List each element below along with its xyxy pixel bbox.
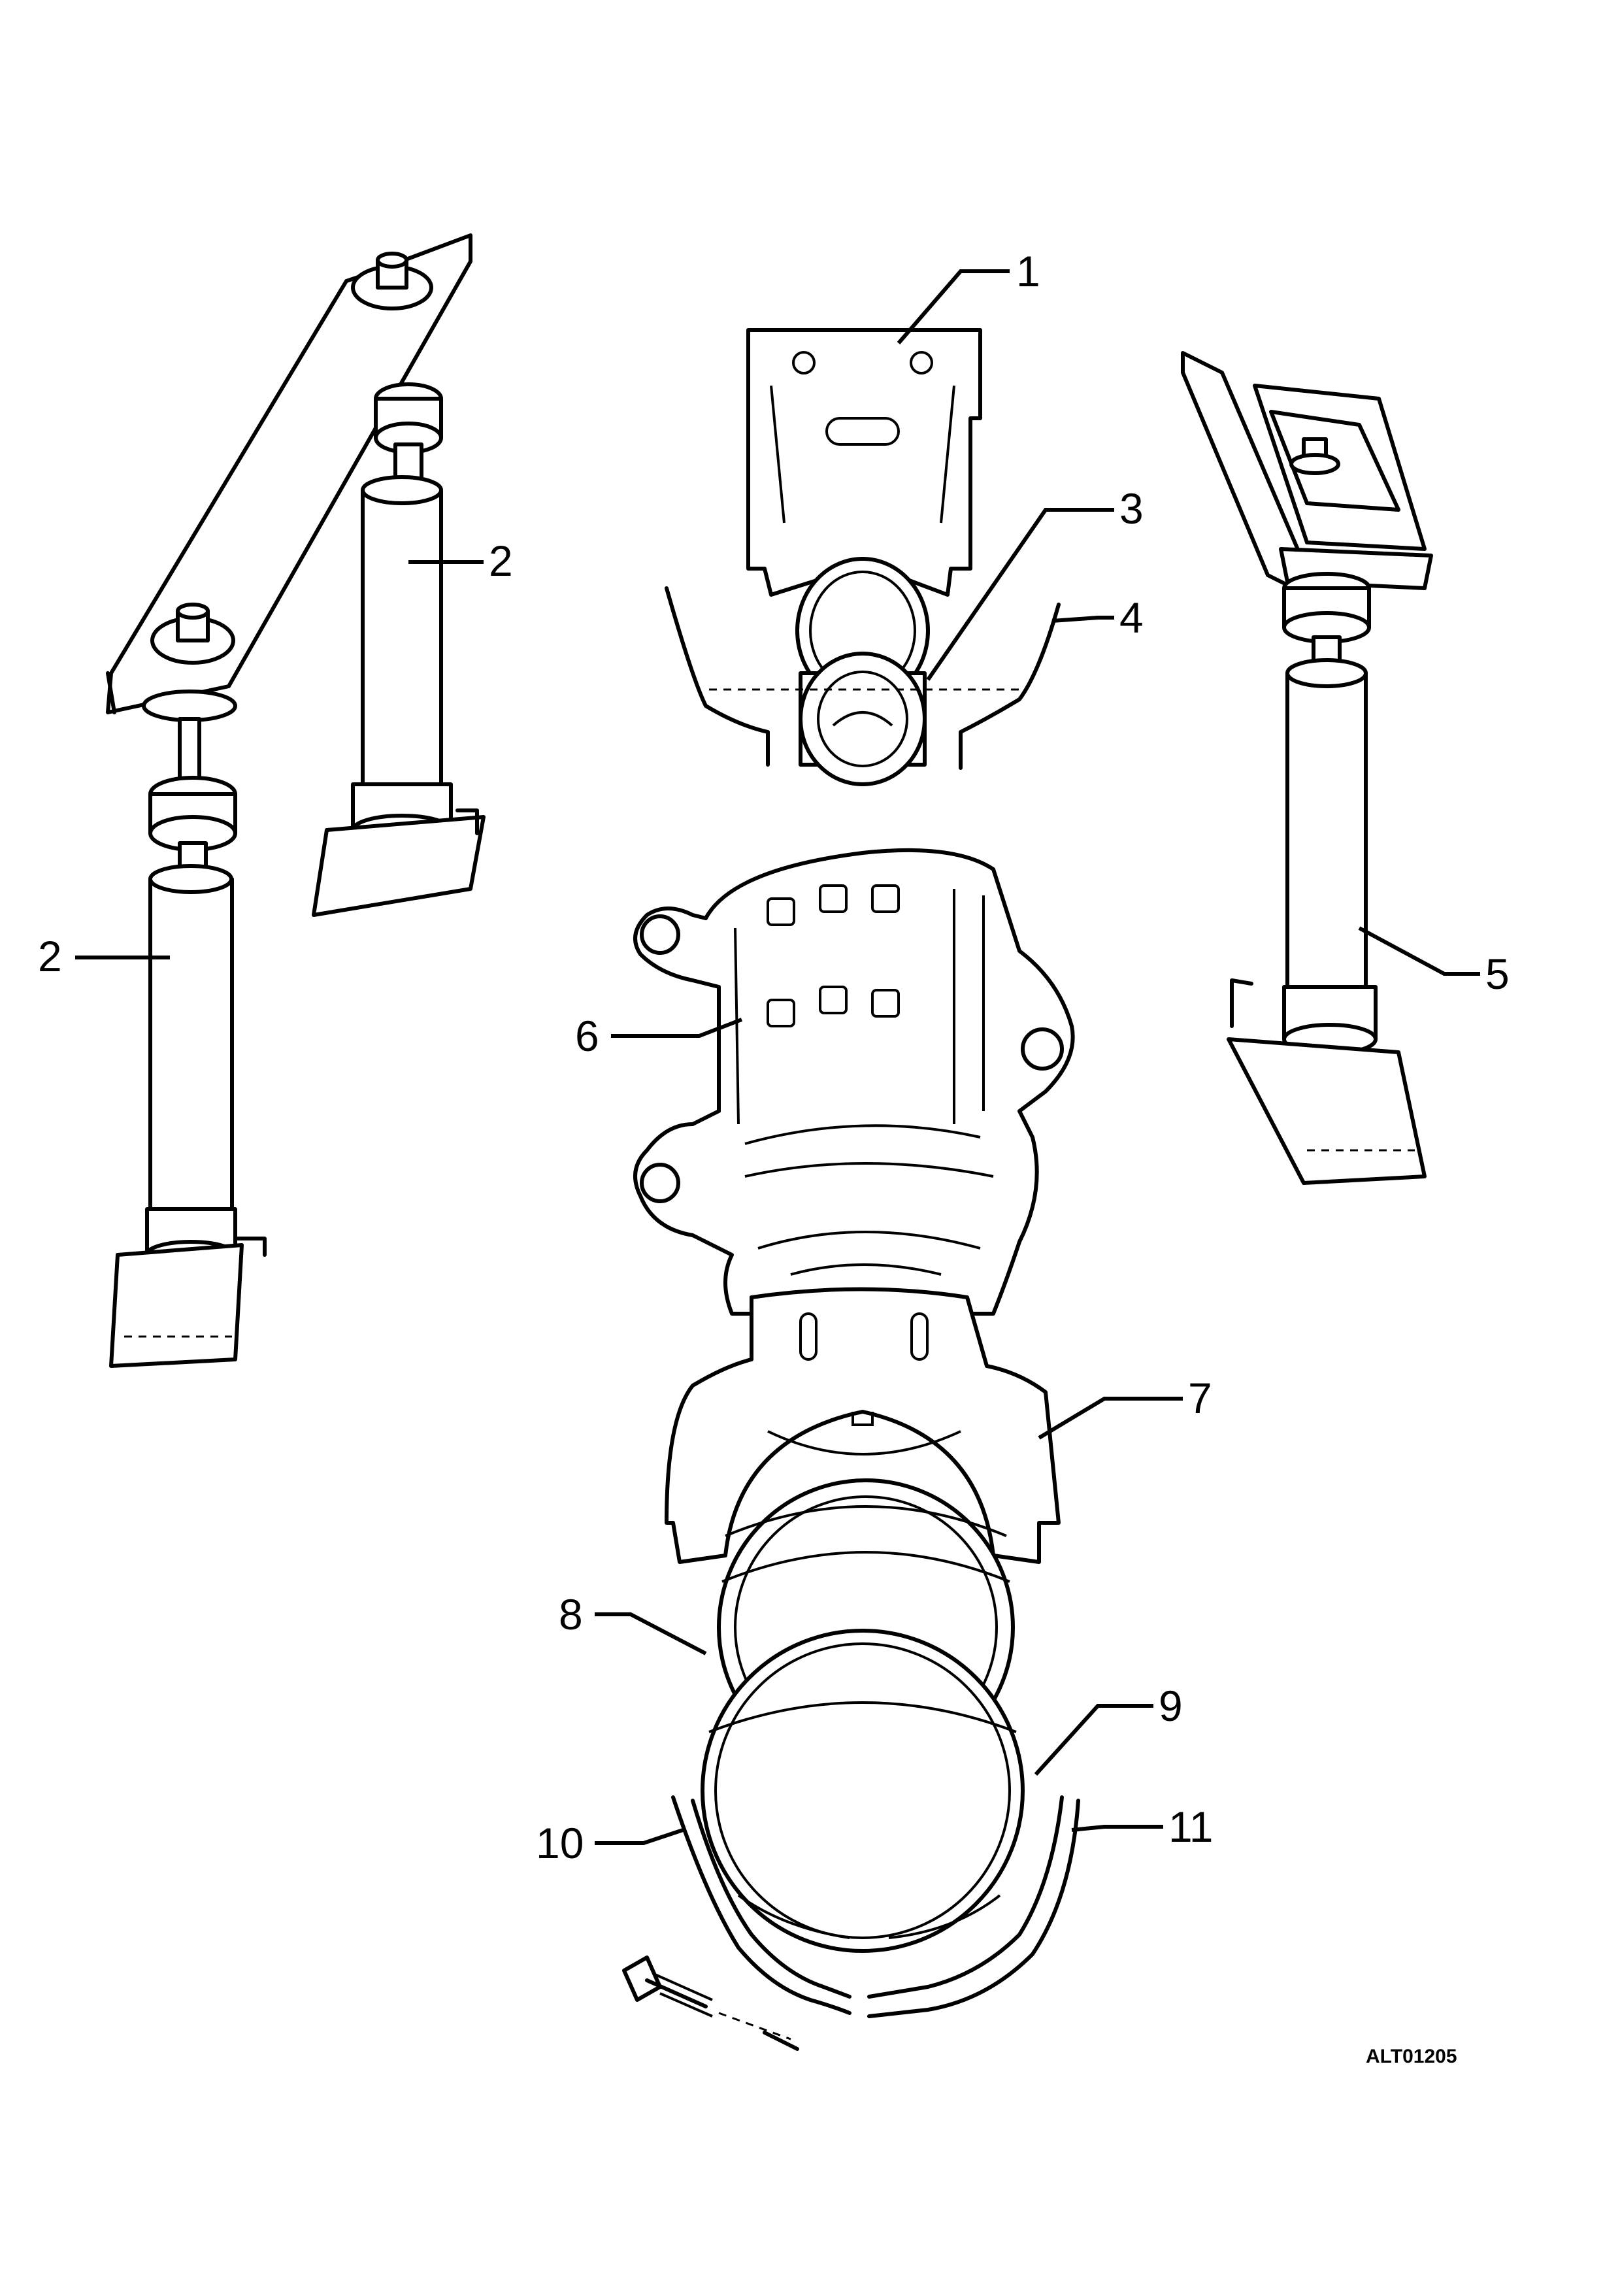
strap-half-right: [867, 1795, 1080, 2018]
shock-absorber-rear: [312, 382, 486, 917]
bearing-ring: [795, 557, 930, 786]
callout-2a: 2: [489, 537, 513, 585]
clamp-ring: [701, 1629, 1025, 1953]
upper-support-bracket: [746, 328, 982, 597]
callout-1: 1: [1016, 247, 1040, 295]
main-housing: [633, 848, 1075, 1316]
left-mount-bracket: [106, 233, 472, 714]
callout-2b: 2: [38, 932, 62, 980]
figure-id: ALT01205: [1366, 2046, 1457, 2067]
callout-6: 6: [575, 1012, 599, 1060]
callout-7: 7: [1188, 1374, 1212, 1422]
callout-9: 9: [1159, 1682, 1183, 1730]
callout-11: 11: [1168, 1803, 1214, 1851]
clamp-bolt: [622, 1955, 799, 2051]
shock-absorber-right: [1227, 572, 1427, 1185]
lower-saddle-strap: [665, 586, 1061, 770]
leader-lines: [75, 269, 1480, 1845]
shock-absorber-front: [109, 690, 267, 1368]
callout-4: 4: [1119, 593, 1144, 642]
callout-3: 3: [1119, 484, 1144, 533]
right-mount-bracket: [1181, 351, 1433, 590]
callout-5: 5: [1485, 950, 1510, 998]
callout-8: 8: [559, 1590, 583, 1639]
strap-half-left: [671, 1795, 851, 2015]
callout-10: 10: [536, 1819, 584, 1867]
lower-saddle-bracket: [665, 1287, 1061, 1564]
